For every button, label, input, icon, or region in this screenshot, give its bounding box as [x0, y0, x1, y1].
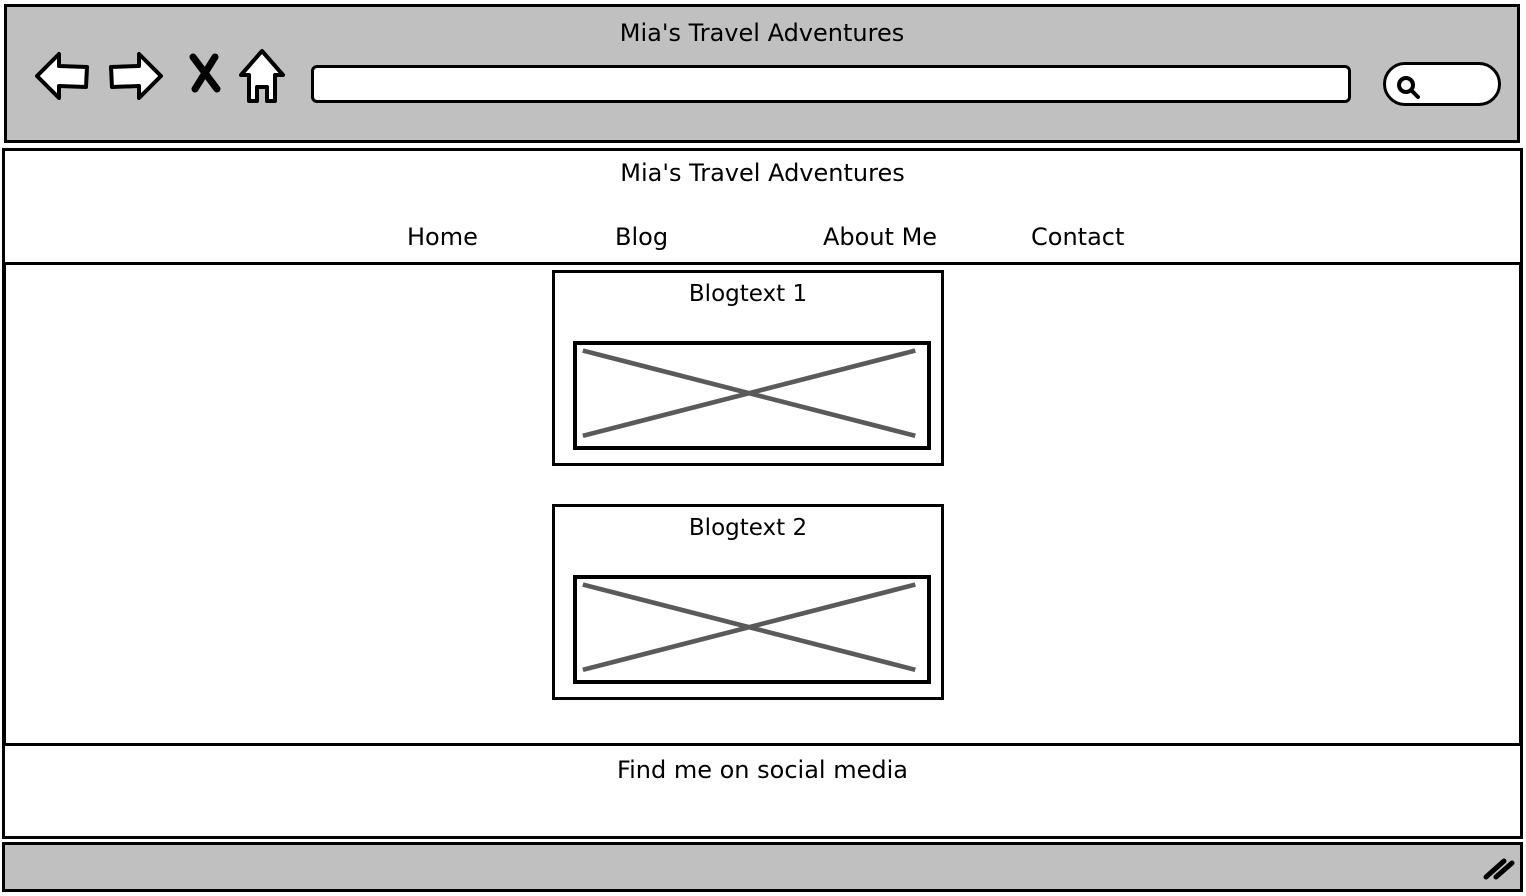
site-footer: Find me on social media: [2, 743, 1523, 839]
address-bar[interactable]: [311, 65, 1351, 103]
site-header: Mia's Travel Adventures Home Blog About …: [2, 148, 1523, 265]
forward-arrow-icon[interactable]: [107, 49, 165, 107]
post-title: Blogtext 2: [688, 515, 808, 541]
window-title: Mia's Travel Adventures: [619, 19, 905, 47]
nav-link-blog[interactable]: Blog: [615, 223, 669, 251]
status-bar: [2, 842, 1523, 892]
close-icon[interactable]: [187, 53, 223, 97]
post-title: Blogtext 1: [688, 281, 808, 307]
back-arrow-icon[interactable]: [33, 49, 91, 107]
nav-link-contact[interactable]: Contact: [1031, 223, 1125, 251]
blog-post-card[interactable]: Blogtext 1: [552, 270, 944, 466]
resize-grip-icon[interactable]: [1482, 855, 1516, 885]
blog-post-card[interactable]: Blogtext 2: [552, 504, 944, 700]
placeholder-cross-icon: [582, 348, 916, 439]
footer-social-text: Find me on social media: [617, 756, 908, 784]
image-placeholder: [573, 575, 931, 684]
nav-link-about-me[interactable]: About Me: [823, 223, 938, 251]
placeholder-cross-icon: [582, 582, 916, 673]
site-title: Mia's Travel Adventures: [620, 159, 905, 187]
nav-link-home[interactable]: Home: [407, 223, 478, 251]
search-field[interactable]: [1383, 62, 1501, 106]
browser-toolbar: Mia's Travel Adventures: [4, 4, 1520, 143]
home-icon[interactable]: [237, 47, 287, 109]
search-icon: [1394, 73, 1422, 105]
image-placeholder: [573, 341, 931, 450]
